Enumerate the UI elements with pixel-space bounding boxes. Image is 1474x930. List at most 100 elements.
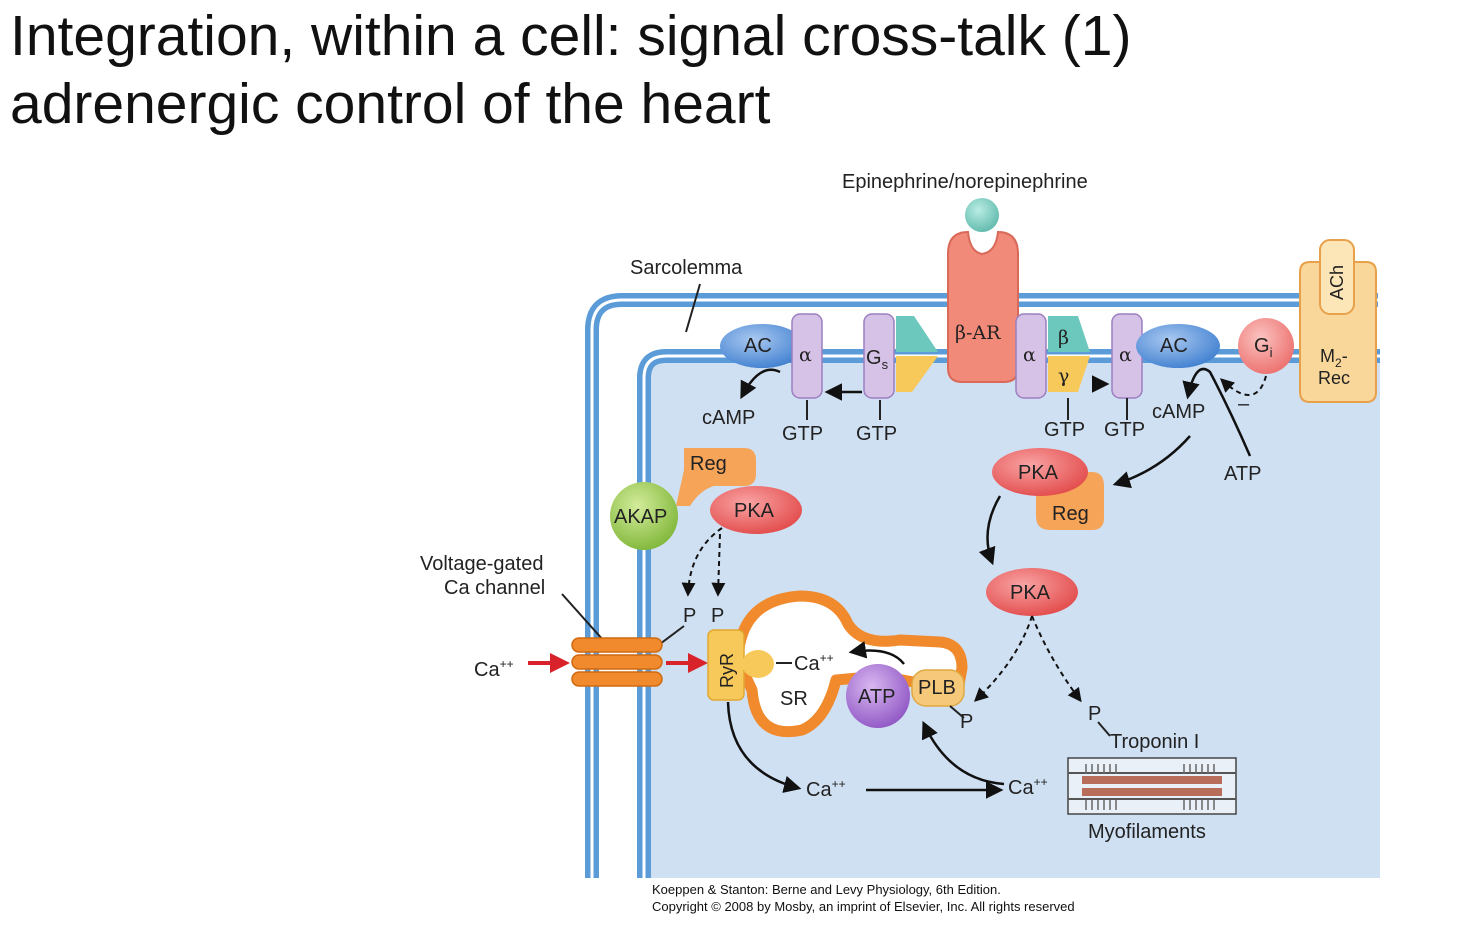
- svg-text:α: α: [1119, 344, 1132, 366]
- sarcolemma-pointer: [685, 283, 701, 333]
- pka-to-channel-arrow: [681, 527, 723, 597]
- ca-extracellular-label: Ca++: [474, 657, 514, 681]
- serca-atp-label: ATP: [858, 686, 895, 708]
- svg-text:PKA: PKA: [734, 500, 775, 522]
- camp-label-left: cAMP: [702, 407, 755, 429]
- svg-text:RyR: RyR: [717, 653, 737, 688]
- svg-text:Reg: Reg: [1052, 503, 1089, 525]
- cell: Sarcolemma: [585, 257, 1380, 878]
- camp-label-right: cAMP: [1152, 401, 1205, 423]
- akap: [610, 482, 678, 550]
- beta-subunit: [1048, 316, 1090, 352]
- ach-ligand: [1319, 239, 1355, 315]
- gi-protein: [1238, 318, 1294, 374]
- pka-to-ryr-arrow: [711, 533, 726, 597]
- atp-to-ac-arrow: [1182, 367, 1252, 457]
- vgcc-label-1: Voltage-gated: [420, 553, 543, 575]
- ca-sr-label: Ca++: [794, 651, 834, 675]
- ca-myofilament-label: Ca++: [1008, 775, 1048, 799]
- ac-complex-right: α AC GTP: [1104, 313, 1220, 441]
- gtp-label-4: GTP: [1104, 419, 1145, 441]
- svg-text:AC: AC: [1160, 335, 1188, 357]
- ligand-label: Epinephrine/norepinephrine: [842, 171, 1088, 193]
- svg-text:α: α: [1023, 344, 1036, 366]
- serca-uptake-arrow: [848, 641, 905, 665]
- pka-release-arrow: [978, 495, 1002, 566]
- adenylyl-cyclase-right: [1136, 324, 1220, 368]
- myofilament-to-sr-arrow: [921, 720, 1005, 786]
- pka-holoenzyme-right: Reg PKA: [992, 448, 1104, 530]
- inner-membrane-highlight: [642, 354, 1380, 878]
- pka-right: [992, 448, 1088, 496]
- akap-complex: Reg AKAP PKA: [610, 448, 802, 550]
- svg-text:AKAP: AKAP: [614, 506, 667, 528]
- vgcc-label-2: Ca channel: [444, 577, 545, 599]
- credit-line-2: Copyright © 2008 by Mosby, an imprint of…: [652, 899, 1075, 914]
- gtp-label-3: GTP: [1044, 419, 1085, 441]
- pka-free: [986, 568, 1078, 616]
- g-alpha-right-1: [1015, 313, 1047, 399]
- sarcolemma-label: Sarcolemma: [630, 257, 743, 279]
- gs-alpha: [863, 313, 895, 399]
- g-protein-right: α β γ GTP: [1015, 313, 1090, 441]
- sr-label: SR: [780, 688, 808, 710]
- epinephrine-ligand: [965, 198, 999, 232]
- p-label-troponin: P: [1088, 703, 1101, 725]
- phospholamban: [911, 669, 965, 707]
- gtp-label-2: GTP: [856, 423, 897, 445]
- m2-rec-label: M2-: [1320, 346, 1348, 370]
- myofilaments-label: Myofilaments: [1088, 821, 1206, 843]
- ryanodine-receptor: RyR: [707, 629, 774, 701]
- slide-title: Integration, within a cell: signal cross…: [10, 2, 1470, 138]
- troponin-label: Troponin I: [1110, 731, 1199, 753]
- p-label-2: P: [711, 605, 724, 627]
- svg-text:α: α: [799, 344, 812, 366]
- adenylyl-cyclase-left: [720, 324, 804, 368]
- camp-to-pka-arrow: [1112, 435, 1191, 489]
- pka-left: [710, 486, 802, 534]
- credit-line-1: Koeppen & Stanton: Berne and Levy Physio…: [652, 882, 1001, 897]
- plb-label: PLB: [918, 677, 956, 699]
- svg-text:Reg: Reg: [690, 453, 727, 475]
- ryr-to-cytosol-arrow: [726, 701, 802, 793]
- atp-label-top: ATP: [1224, 463, 1261, 485]
- serca-atp: [846, 664, 910, 728]
- pka-to-troponin-arrow: [1031, 615, 1082, 703]
- svg-text:β: β: [1058, 327, 1069, 349]
- sarcoplasmic-reticulum: [732, 590, 968, 738]
- g-alpha-left: [791, 313, 823, 399]
- gi-label: Gi: [1254, 335, 1273, 360]
- ac-left-camp-arrow: [740, 368, 781, 400]
- svg-text:PKA: PKA: [1018, 462, 1059, 484]
- pka-free-label: PKA: [1010, 582, 1051, 604]
- pka-to-plb-arrow: [973, 615, 1033, 702]
- gamma-subunit: [1048, 356, 1090, 392]
- beta-adrenergic-receptor: [947, 230, 1019, 383]
- gs-beta: [896, 316, 938, 352]
- ac-complex-left: AC α GTP: [720, 313, 823, 445]
- m2-receptor: ACh M2- Rec: [1299, 239, 1377, 403]
- troponin-link: [1097, 721, 1111, 737]
- cytoplasm: [644, 356, 1380, 878]
- p-label-plb: P: [960, 711, 973, 733]
- plb-p-link: [949, 705, 965, 719]
- svg-text:Gs: Gs: [866, 347, 889, 372]
- svg-text:AC: AC: [744, 335, 772, 357]
- gs-gamma: [896, 356, 938, 392]
- voltage-gated-ca-channel: [571, 637, 663, 687]
- gs-protein: Gs GTP: [856, 313, 938, 445]
- beta-ar-label: β-AR: [955, 322, 1001, 344]
- svg-text:γ: γ: [1058, 365, 1069, 387]
- slide-title-line-1: Integration, within a cell: signal cross…: [10, 4, 1132, 68]
- reg-subunit-left: [676, 448, 756, 506]
- myofilaments: [1067, 757, 1237, 815]
- rec-label: Rec: [1318, 368, 1350, 388]
- slide-title-line-2: adrenergic control of the heart: [10, 72, 771, 136]
- p-label-1: P: [683, 605, 696, 627]
- ca-cytosol-label: Ca++: [806, 777, 846, 801]
- inhibition-minus: –: [1238, 393, 1250, 415]
- ach-label: ACh: [1327, 265, 1347, 300]
- gtp-label-1: GTP: [782, 423, 823, 445]
- sarcolemma-membrane-inner: [590, 298, 1378, 878]
